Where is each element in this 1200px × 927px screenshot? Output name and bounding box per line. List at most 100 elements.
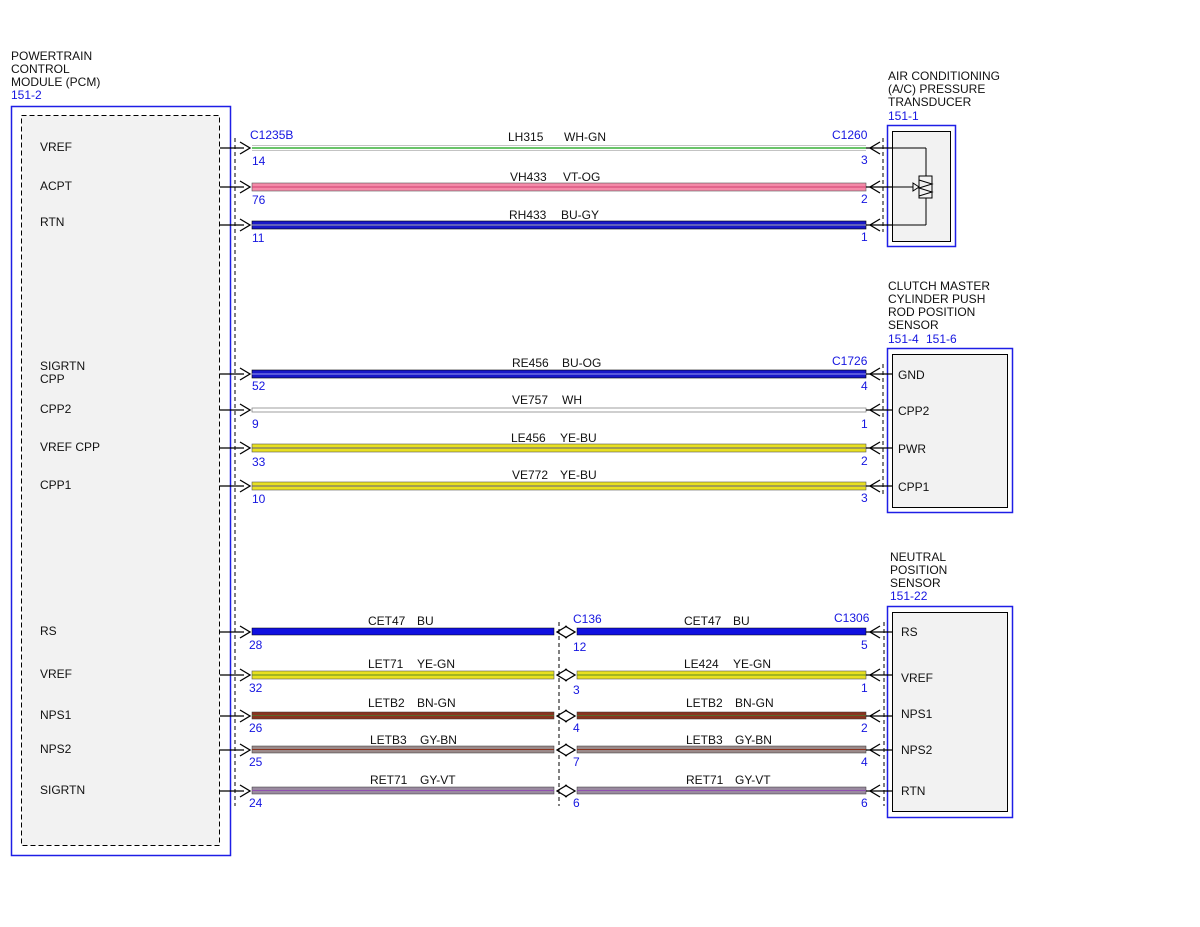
svg-text:NEUTRAL: NEUTRAL [890, 550, 946, 564]
pressure-sensor-icon [892, 147, 934, 226]
pin-number: 10 [252, 492, 266, 506]
wire-le456[interactable]: LE456 YE-BU 33 2 [251, 431, 868, 469]
nps-pin-rs: RS [901, 625, 918, 639]
terminal-stubs-right [866, 147, 892, 792]
nps-outline [886, 605, 1014, 819]
pin-number: 3 [861, 153, 868, 167]
wire-circuit-label: VH433 [510, 170, 547, 184]
wire-color-label: YE-BU [560, 468, 597, 482]
wire-circuit-label: LET71 [368, 657, 404, 671]
svg-text:MODULE (PCM): MODULE (PCM) [11, 75, 100, 89]
connector-label-c1260[interactable]: C1260 [832, 128, 868, 142]
wire-letb3[interactable]: LETB3 GY-BN LETB3 GY-BN 25 7 4 [249, 733, 868, 769]
wire-vh433[interactable]: VH433 VT-OG 76 2 [251, 170, 868, 207]
clutch-position-sensor: CLUTCH MASTER CYLINDER PUSH ROD POSITION… [886, 279, 1014, 514]
pin-number: 33 [252, 455, 266, 469]
wire-color-label: VT-OG [563, 170, 600, 184]
pin-number: 2 [861, 192, 868, 206]
cmc-pin-pwr: PWR [898, 442, 926, 456]
wire-let71[interactable]: LET71 YE-GN LE424 YE-GN 32 3 1 [249, 657, 868, 697]
pin-number: 9 [252, 417, 259, 431]
pin-number: 14 [252, 154, 266, 168]
nps-pin-nps2: NPS2 [901, 743, 933, 757]
nps-body [892, 612, 1008, 812]
cmc-pin-cpp2: CPP2 [898, 404, 930, 418]
wire-color-label: GY-VT [420, 773, 456, 787]
wire-circuit-label: RE456 [512, 356, 549, 370]
wire-circuit-label: VE772 [512, 468, 548, 482]
pcm-pin-rs: RS [40, 624, 57, 638]
wire-color-label: GY-VT [735, 773, 771, 787]
nps-ref-link[interactable]: 151-22 [890, 589, 928, 603]
wire-circuit-label: LETB2 [368, 696, 405, 710]
pin-number: 11 [252, 231, 265, 245]
pcm-pin-vref: VREF [40, 140, 72, 154]
pin-number: 4 [573, 721, 580, 735]
wire-ve772[interactable]: VE772 YE-BU 10 3 [251, 468, 868, 506]
pcm-title-line: MODULE (PCM) [11, 75, 100, 89]
connector-label-c136[interactable]: C136 [573, 612, 602, 626]
cmc-body [892, 354, 1008, 508]
wire-color-label: BU [733, 614, 750, 628]
pcm-pin-rtn: RTN [40, 215, 64, 229]
wire-color-label: YE-GN [417, 657, 455, 671]
wire-color-label: BN-GN [417, 696, 456, 710]
pin-number: 6 [861, 796, 868, 810]
wire-color-label: YE-GN [733, 657, 771, 671]
cmc-ref-link[interactable]: 151-4 [888, 332, 919, 346]
acp-title-line: AIR CONDITIONING [888, 69, 1000, 83]
cmc-title-line: ROD POSITION [888, 305, 975, 319]
wire-letb2[interactable]: LETB2 BN-GN LETB2 BN-GN 26 4 2 [249, 696, 868, 735]
wire-ret71[interactable]: RET71 GY-VT RET71 GY-VT 24 6 6 [249, 773, 868, 810]
cmc-pin-gnd: GND [898, 368, 925, 382]
pin-number: 3 [861, 491, 868, 505]
cmc-title-line: CLUTCH MASTER [888, 279, 990, 293]
wire-circuit-label: LE424 [684, 657, 719, 671]
cmc-outline [886, 347, 1014, 514]
pcm-pin-sigrtn: SIGRTN [40, 783, 85, 797]
pin-number: 26 [249, 721, 263, 735]
wire-color-label: GY-BN [735, 733, 772, 747]
wire-circuit-label: LETB3 [370, 733, 407, 747]
wire-rh433[interactable]: RH433 BU-GY 11 1 [251, 208, 868, 245]
cmc-title-line: CYLINDER PUSH [888, 292, 985, 306]
svg-text:POWERTRAIN: POWERTRAIN [11, 49, 92, 63]
acp-outline [886, 124, 957, 248]
pcm-body [21, 115, 220, 846]
connector-label-c1306[interactable]: C1306 [834, 611, 870, 625]
pin-number: 1 [861, 230, 868, 244]
pcm-module: POWERTRAIN CONTROL MODULE (PCM) 151-2 VR… [10, 49, 244, 857]
acp-ref-link[interactable]: 151-1 [888, 109, 919, 123]
pin-number: 1 [861, 681, 868, 695]
terminal-marks-right [869, 141, 881, 798]
pin-number: 24 [249, 796, 263, 810]
svg-text:AIR CONDITIONING: AIR CONDITIONING [888, 69, 1000, 83]
wire-lh315[interactable]: LH315 WH-GN 14 3 [252, 130, 868, 168]
svg-text:ROD POSITION: ROD POSITION [888, 305, 975, 319]
pcm-pin-vref-cpp: VREF CPP [40, 440, 100, 454]
wire-cet47[interactable]: CET47 BU CET47 BU 28 12 5 [249, 614, 868, 654]
pin-number: 32 [249, 681, 263, 695]
pcm-pin-stubs [220, 147, 244, 792]
wire-circuit-label: VE757 [512, 393, 548, 407]
connector-label-c1726[interactable]: C1726 [832, 354, 868, 368]
pcm-pin-vref: VREF [40, 667, 72, 681]
wire-circuit-label: LE456 [511, 431, 546, 445]
wire-re456[interactable]: RE456 BU-OG 52 4 [251, 356, 868, 393]
wire-color-label: GY-BN [420, 733, 457, 747]
wire-color-label: BU [417, 614, 434, 628]
wire-ve757[interactable]: VE757 WH 9 1 [251, 393, 868, 431]
nps-pin-nps1: NPS1 [901, 707, 933, 721]
cmc-title-line: SENSOR [888, 318, 939, 332]
wire-circuit-label: LETB2 [686, 696, 723, 710]
svg-text:CYLINDER PUSH: CYLINDER PUSH [888, 292, 985, 306]
cmc-ref-link[interactable]: 151-6 [926, 332, 957, 346]
pin-number: 2 [861, 721, 868, 735]
wire-color-label: BN-GN [735, 696, 774, 710]
terminal-marks-pcm [239, 141, 251, 798]
pin-number: 28 [249, 638, 263, 652]
pin-number: 6 [573, 796, 580, 810]
pcm-ref-link[interactable]: 151-2 [11, 88, 42, 102]
connector-label-c1235b[interactable]: C1235B [250, 128, 293, 142]
pin-number: 3 [573, 683, 580, 697]
